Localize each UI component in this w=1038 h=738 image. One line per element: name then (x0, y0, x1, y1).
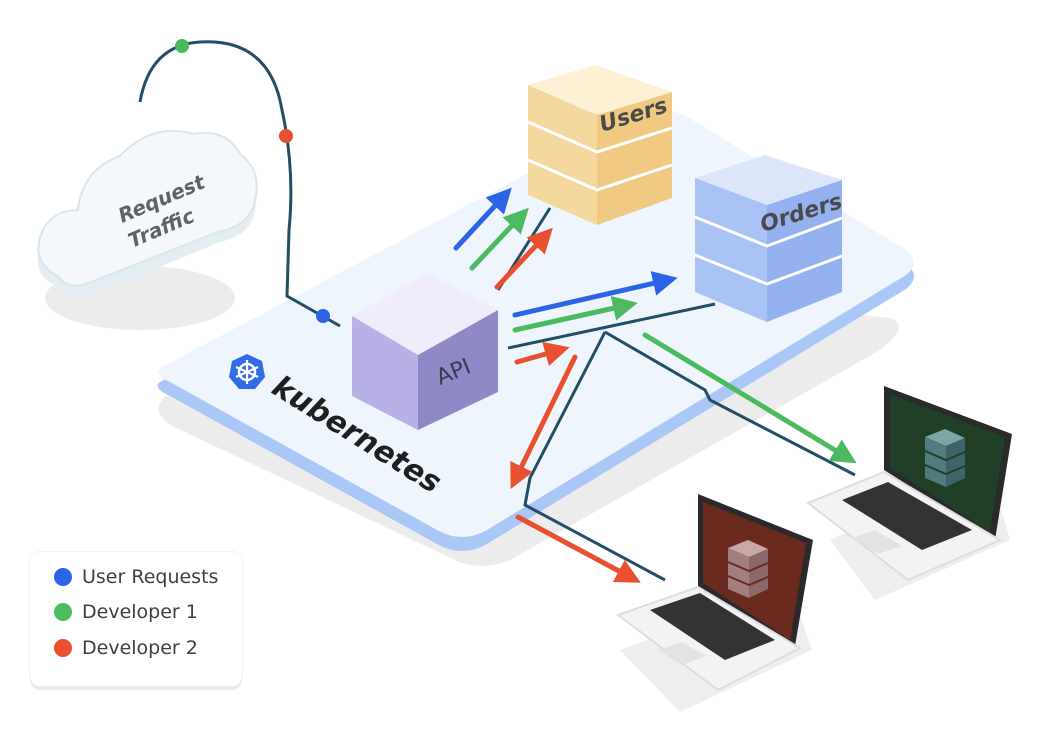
developer-2-traffic-dot (279, 129, 293, 143)
api-service: API (352, 273, 498, 430)
user-requests-dot-icon (54, 568, 72, 586)
developer-1-to-orders-arrow (512, 296, 638, 333)
developer-2-return-arrow (510, 354, 578, 489)
developer-1-to-laptop-arrow (642, 332, 857, 464)
cloud-icon: Request Traffic (37, 129, 258, 330)
legend-label: Developer 2 (82, 637, 198, 659)
legend-label: User Requests (82, 566, 219, 588)
database-icon (727, 540, 769, 598)
legend-item-developer-1: Developer 1 (54, 601, 198, 623)
developer-1-traffic-dot (175, 39, 189, 53)
developer-1-to-users-arrow (469, 207, 529, 271)
user-request-dot (316, 309, 330, 323)
legend-item-developer-2: Developer 2 (54, 637, 198, 659)
orders-database: Orders (694, 155, 845, 322)
developer-2-to-users-arrow (494, 227, 553, 290)
developer-2-laptop (615, 494, 813, 712)
kubernetes-logo-icon (229, 354, 265, 389)
request-traffic-line (138, 40, 341, 328)
developer-1-laptop (806, 386, 1012, 600)
developer-2-dot-icon (54, 639, 72, 657)
developer-2-to-laptop-arrow (515, 514, 641, 583)
user-requests-to-users-arrow (453, 187, 512, 251)
developer-2-to-api-arrow (514, 341, 570, 367)
database-icon (924, 429, 966, 487)
user-requests-to-orders-arrow (512, 271, 678, 318)
legend-item-user-requests: User Requests (54, 566, 218, 588)
flow-arrows (453, 187, 857, 583)
developer-1-dot-icon (54, 603, 72, 621)
users-database: Users (527, 65, 673, 225)
legend-label: Developer 1 (82, 601, 198, 623)
legend: User Requests Developer 1 Developer 2 (30, 552, 242, 686)
